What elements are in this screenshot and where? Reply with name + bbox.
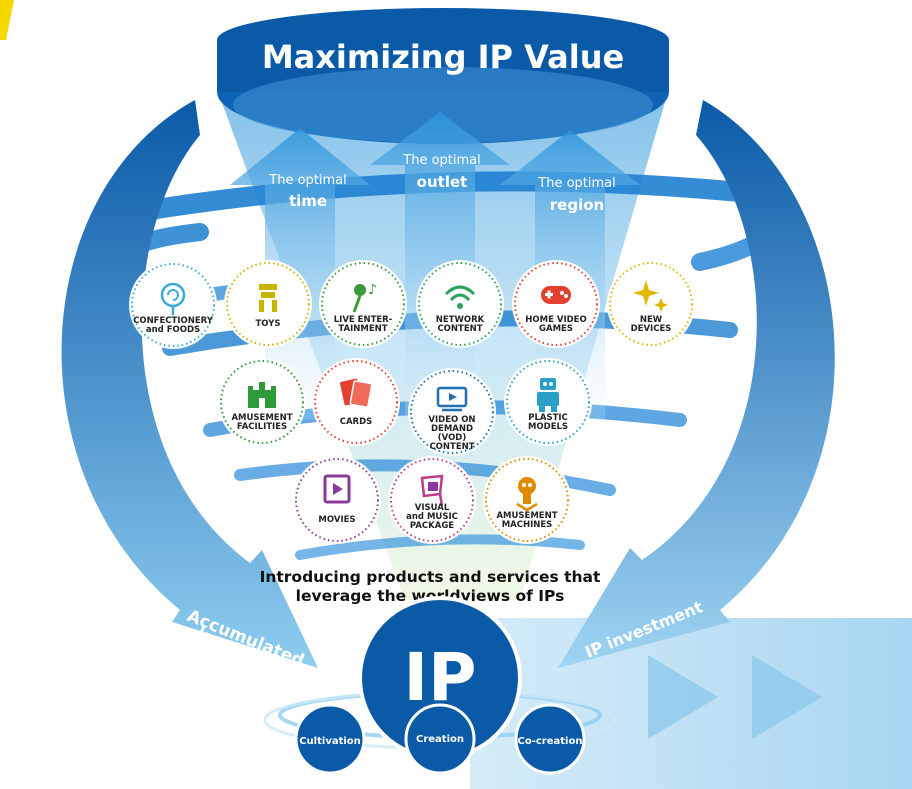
cultivation-circle: [294, 703, 366, 775]
arrow-outlet-line2: outlet: [417, 173, 468, 191]
product-label: PLASTIC: [528, 413, 568, 423]
product-label: DEVICES: [631, 324, 672, 334]
arrow-region-line2: region: [550, 196, 604, 214]
co-creation-circle: [514, 703, 586, 775]
product-label: (VOD): [438, 433, 467, 443]
arrow-region-line1: The optimal: [537, 176, 615, 191]
gamepad-icon: [541, 286, 571, 304]
product-label: CONTENT: [429, 442, 474, 452]
ip-label: IP: [404, 639, 477, 716]
product-label: CONTENT: [437, 324, 482, 334]
product-label: NETWORK: [436, 315, 485, 325]
pillar-creation: Creation: [416, 734, 464, 745]
product-10: MOVIES: [293, 456, 381, 544]
product-circle-border: [418, 262, 502, 346]
product-label: NEW: [640, 315, 663, 325]
product-label: DEMAND: [431, 424, 473, 434]
product-circle-bg: [607, 260, 695, 348]
product-label: PACKAGE: [410, 521, 454, 531]
pillar-cultivation: Cultivation: [299, 736, 361, 747]
left-curved-arrow: [61, 100, 319, 668]
microphone-icon: ♪: [352, 282, 377, 313]
product-circle-border: [514, 262, 598, 346]
film-icon: [323, 474, 351, 504]
product-7: CARDS: [312, 358, 400, 446]
product-label: and FOODS: [146, 325, 200, 335]
wifi-icon: [444, 285, 476, 309]
toy-tower-icon: [259, 284, 277, 312]
arrow-time-line2: time: [289, 192, 327, 210]
product-label: TOYS: [256, 319, 281, 329]
ip-base: IP Cultivation Creation Co-creation: [263, 596, 617, 775]
product-label: and MUSIC: [406, 512, 458, 522]
robot-icon: [537, 378, 559, 412]
intro-line2: leverage the worldviews of IPs: [296, 587, 565, 605]
product-circle-bg: [408, 368, 496, 456]
product-circle-border: [410, 370, 494, 454]
product-label: MOVIES: [318, 515, 355, 525]
product-label: AMUSEMENT: [231, 413, 292, 423]
product-circle-bg: [388, 456, 476, 544]
product-circle-border: [609, 262, 693, 346]
product-label: MACHINES: [502, 520, 553, 530]
product-label: MODELS: [528, 422, 568, 432]
product-label: AMUSEMENT: [496, 511, 557, 521]
svg-text:♪: ♪: [368, 282, 377, 298]
page-title: Maximizing IP Value: [262, 38, 624, 76]
sparkle-icon: [633, 280, 668, 312]
product-circle-border: [295, 458, 379, 542]
product-label: LIVE ENTER-: [334, 315, 393, 325]
product-circle-border: [506, 360, 590, 444]
monitor-icon: [436, 386, 468, 412]
crane-game-icon: [516, 477, 538, 512]
product-label: CONFECTIONERY: [133, 316, 214, 326]
product-circle-border: [131, 263, 215, 347]
title-banner: Maximizing IP Value: [217, 8, 669, 144]
product-label: HOME VIDEO: [525, 315, 586, 325]
product-circle-border: [220, 360, 304, 444]
play-arrow-icon: [648, 655, 718, 739]
product-circle-border: [226, 262, 310, 346]
product-circle-border: [390, 458, 474, 542]
product-2: ♪ LIVE ENTER-TAINMENT: [319, 260, 407, 348]
product-circle-border: [314, 360, 398, 444]
product-label: VISUAL: [415, 503, 450, 513]
intro-line1: Introducing products and services that: [260, 568, 601, 586]
lollipop-icon: [160, 282, 186, 315]
castle-icon: [248, 382, 276, 408]
cards-icon: [340, 378, 373, 408]
product-label: GAMES: [539, 324, 573, 334]
product-circle-bg: [319, 260, 407, 348]
product-label: TAINMENT: [338, 324, 387, 334]
chair-icon: [420, 474, 444, 507]
product-circle-border: [485, 458, 569, 542]
product-label: VIDEO ON: [428, 415, 475, 425]
arrow-time-line1: The optimal: [268, 173, 346, 188]
play-arrow-icon: [752, 655, 822, 739]
creation-circle: [404, 703, 476, 775]
corner-accent: [0, 0, 14, 40]
product-circle-border: [321, 262, 405, 346]
product-circle-bg: [293, 456, 381, 544]
product-label: FACILITIES: [237, 422, 287, 432]
right-curved-arrow: [558, 100, 835, 668]
pillar-co-creation: Co-creation: [518, 736, 583, 747]
product-circle-bg: [224, 260, 312, 348]
arrow-outlet-line1: The optimal: [402, 153, 480, 168]
product-1: TOYS: [224, 260, 312, 348]
product-label: CARDS: [340, 417, 373, 427]
